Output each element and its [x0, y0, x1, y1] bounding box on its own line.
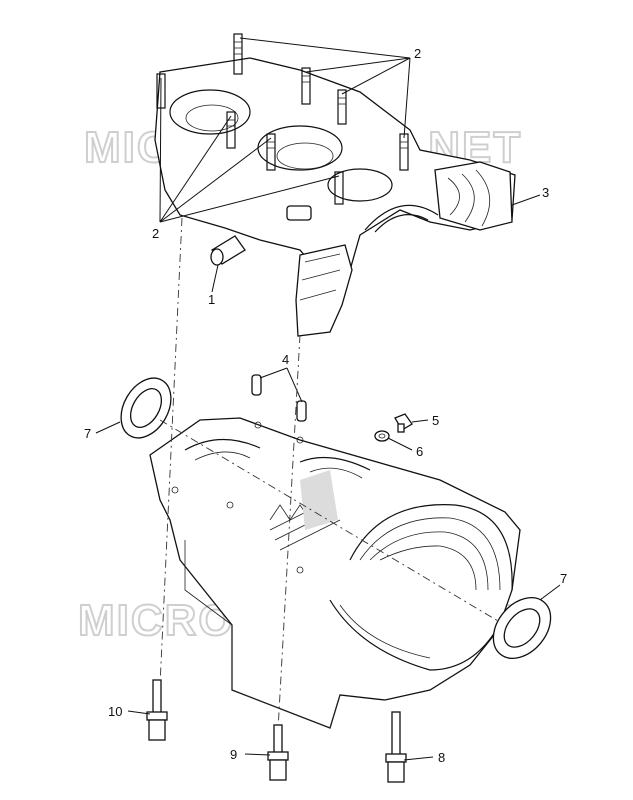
callout-3: 3	[542, 185, 549, 200]
callout-8: 8	[438, 750, 445, 765]
callout-9: 9	[230, 747, 237, 762]
bolt-10	[127, 679, 168, 741]
dowel-pin-1	[210, 235, 246, 266]
callout-6: 6	[416, 444, 423, 459]
callout-5: 5	[432, 413, 439, 428]
callout-1: 1	[208, 292, 215, 307]
callout-2-left: 2	[152, 226, 159, 241]
callout-2-top: 2	[414, 46, 421, 61]
washer-6	[374, 430, 413, 451]
callout-7-right: 7	[560, 571, 567, 586]
assembly-centerlines	[159, 217, 531, 731]
screw-5	[394, 413, 429, 433]
callout-10: 10	[108, 704, 122, 719]
dowel-pins-4	[251, 367, 307, 422]
bolt-9	[244, 724, 289, 781]
callout-7-left: 7	[84, 426, 91, 441]
lower-crankcase	[149, 417, 521, 729]
leaders-2	[159, 37, 411, 223]
callout-4: 4	[282, 352, 289, 367]
crankshaft-seal-left	[95, 377, 172, 439]
upper-crankcase	[154, 33, 516, 337]
crankshaft-seal-right	[492, 584, 561, 659]
bolt-8	[385, 711, 434, 783]
